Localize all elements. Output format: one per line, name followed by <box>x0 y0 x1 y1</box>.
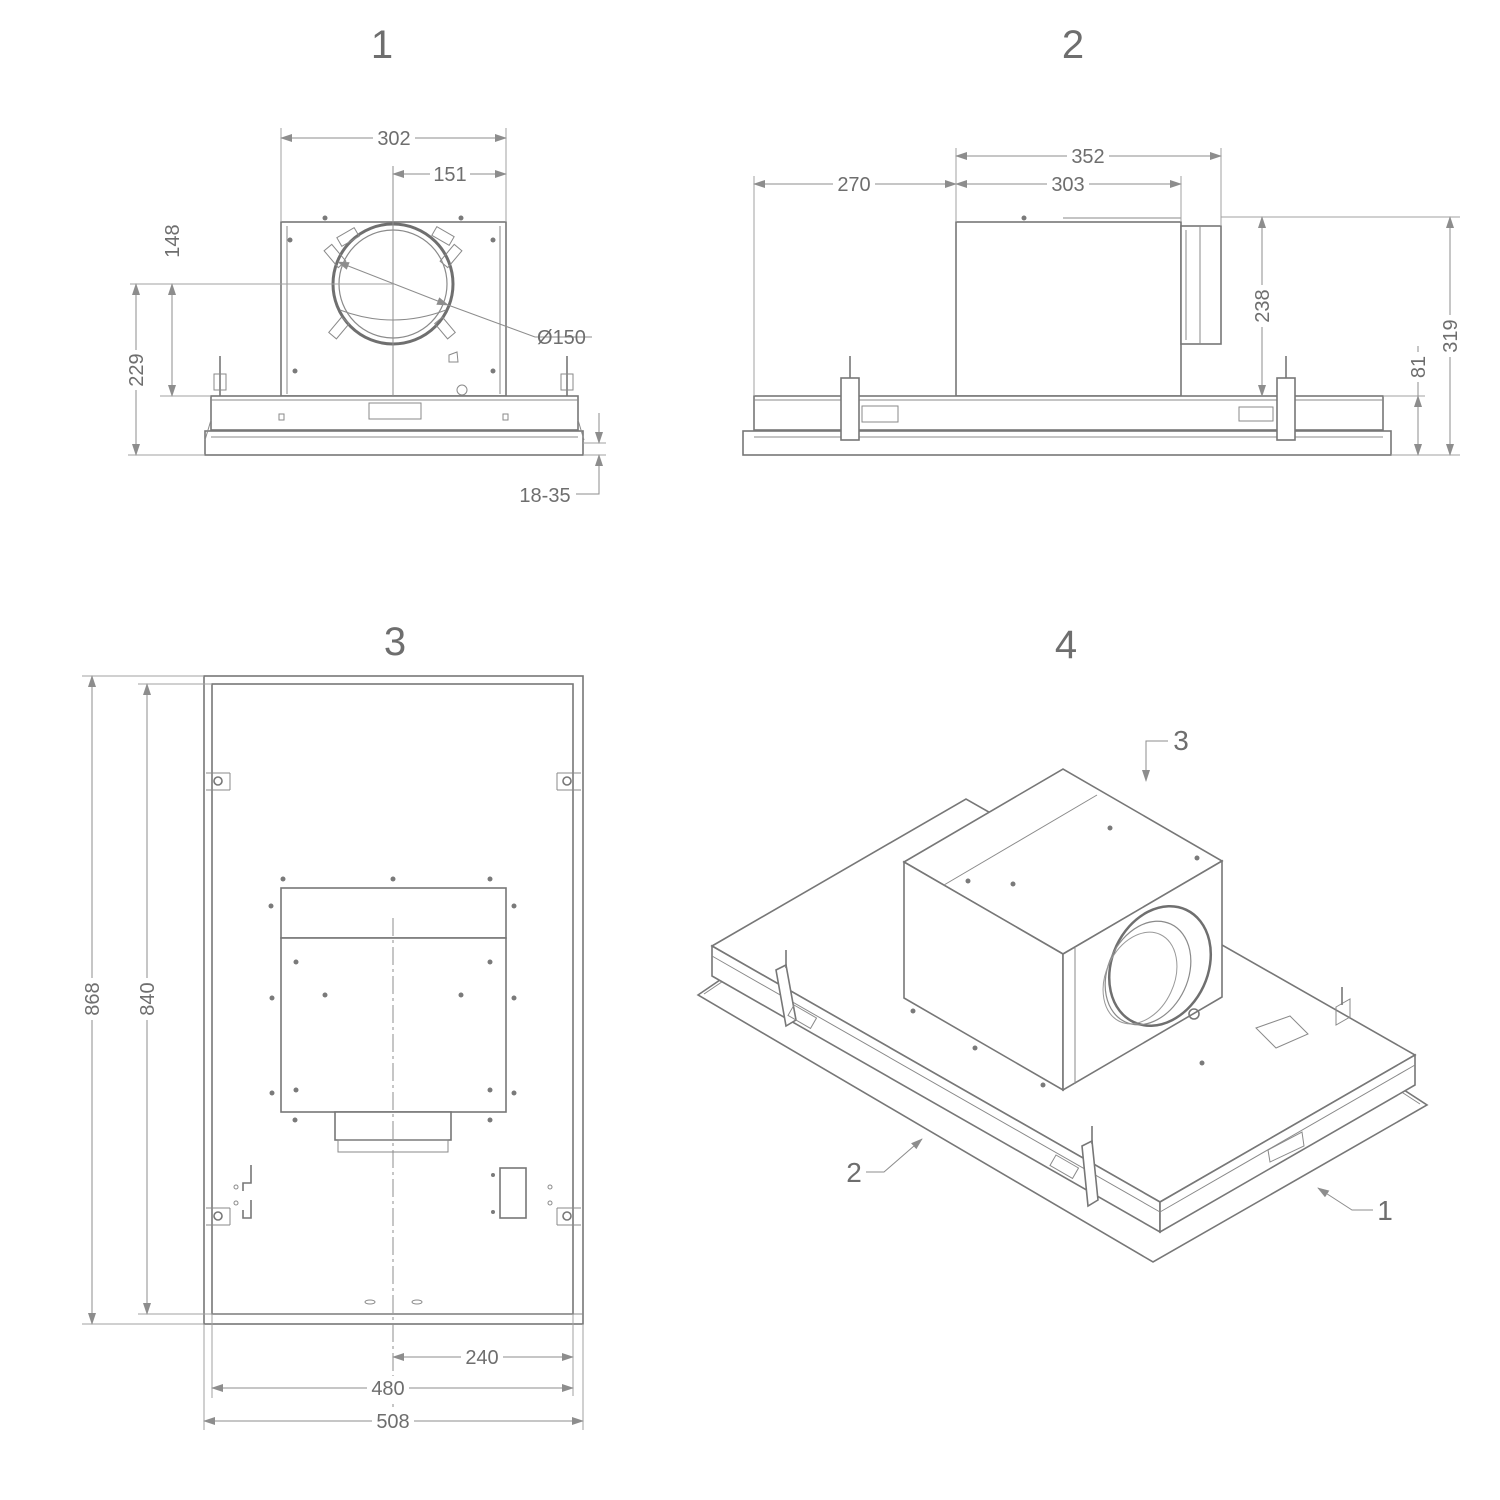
dim-bottom-868: 868 <box>82 982 104 1015</box>
dim-bottom-840: 840 <box>137 982 159 1015</box>
side-clamp-right <box>1276 377 1296 441</box>
dim-side-352: 352 <box>1071 146 1104 168</box>
callout-3: 3 <box>1173 725 1189 756</box>
front-base-frame <box>210 395 579 431</box>
front-trim-panel <box>204 430 584 456</box>
view-label-side: 2 <box>1062 23 1084 67</box>
view-label-iso: 4 <box>1055 623 1077 667</box>
dim-front-229: 229 <box>126 353 148 386</box>
view-label-bottom: 3 <box>384 620 406 664</box>
dim-bottom-508: 508 <box>376 1411 409 1433</box>
dim-side-238: 238 <box>1252 289 1274 322</box>
dim-front-150: 150 <box>553 327 586 349</box>
dim-front-diameter: Ø150 <box>537 327 586 349</box>
side-fan-box <box>955 221 1182 397</box>
dim-front-302: 302 <box>377 128 410 150</box>
side-duct-collar <box>1180 225 1222 345</box>
dim-bottom-480: 480 <box>371 1378 404 1400</box>
callout-1: 1 <box>1377 1195 1393 1226</box>
bottom-junction-box <box>499 1167 527 1219</box>
view-isometric: 4 <box>696 623 1429 1263</box>
dim-side-81: 81 <box>1408 356 1430 378</box>
iso-duct-collar <box>1102 905 1213 1027</box>
dim-side-270: 270 <box>837 174 870 196</box>
view-front: 1 <box>124 23 606 507</box>
diameter-symbol: Ø <box>537 327 553 349</box>
dim-front-148: 148 <box>162 224 184 257</box>
callout-2: 2 <box>846 1157 862 1188</box>
iso-base-right <box>1159 1053 1416 1234</box>
iso-clamp-2 <box>1081 1139 1099 1208</box>
view-bottom: 3 <box>80 620 584 1433</box>
bottom-fan-box <box>280 937 507 1113</box>
side-clamp-left <box>840 377 860 441</box>
dim-side-303: 303 <box>1051 174 1084 196</box>
dim-front-18-35: 18-35 <box>519 485 570 507</box>
bottom-clips <box>206 772 581 1305</box>
view-label-front: 1 <box>371 23 393 67</box>
dim-side-319: 319 <box>1440 319 1462 352</box>
dim-front-151: 151 <box>433 164 466 186</box>
dim-bottom-240: 240 <box>465 1347 498 1369</box>
view-side: 2 270 352 303 <box>742 23 1462 456</box>
